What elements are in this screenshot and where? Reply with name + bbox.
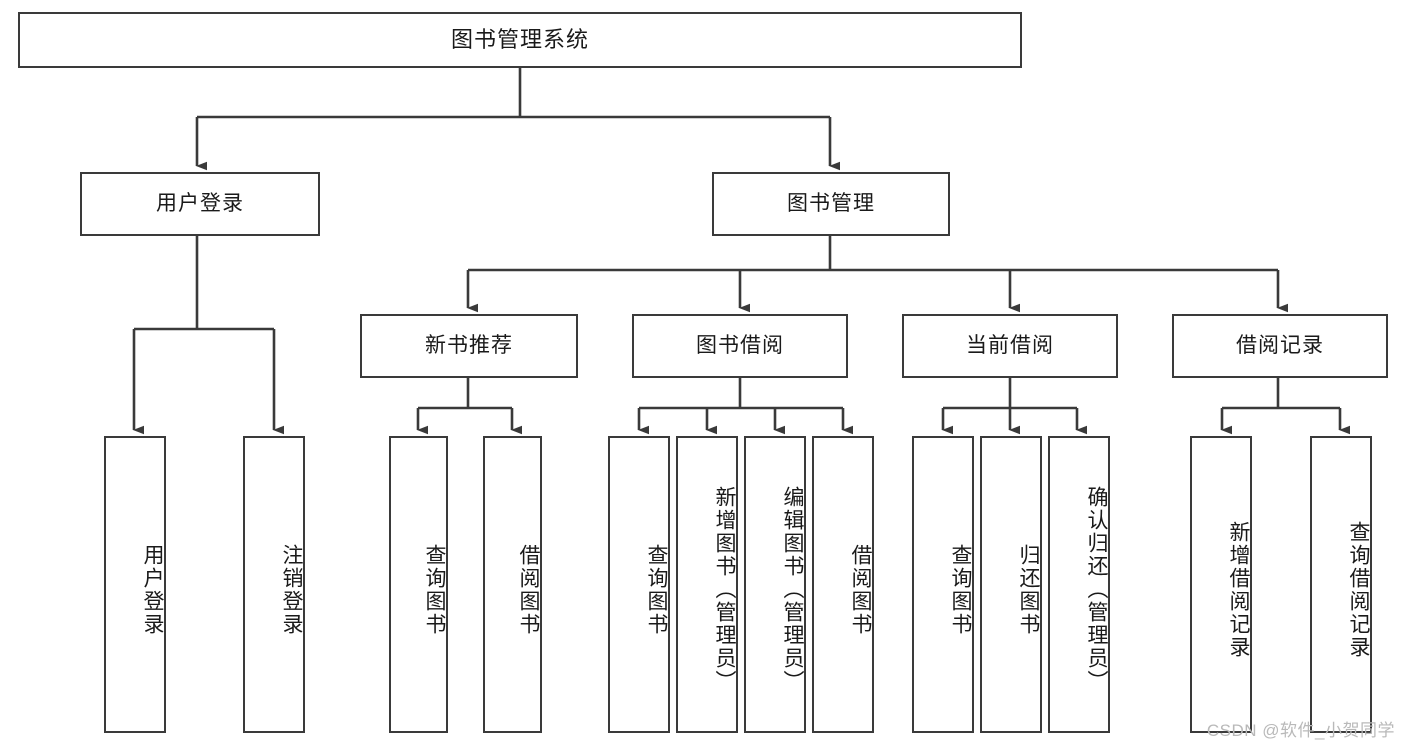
node-new-book-recommend[interactable]: 新书推荐 xyxy=(360,314,578,378)
leaf-new-book-query[interactable]: 查询图书 xyxy=(389,436,448,733)
node-borrow-record[interactable]: 借阅记录 xyxy=(1172,314,1388,378)
node-label: 新书推荐 xyxy=(425,334,513,358)
leaf-user-login-logout[interactable]: 注销登录 xyxy=(243,436,305,733)
node-label: 编辑图书（管理员） xyxy=(781,486,804,693)
node-label: 注销登录 xyxy=(280,543,303,636)
node-label: 新增图书（管理员） xyxy=(713,486,736,693)
leaf-book-borrow-query[interactable]: 查询图书 xyxy=(608,436,670,733)
node-label: 当前借阅 xyxy=(966,334,1054,358)
leaf-current-borrow-query[interactable]: 查询图书 xyxy=(912,436,974,733)
leaf-user-login-login[interactable]: 用户登录 xyxy=(104,436,166,733)
node-label: 查询图书 xyxy=(949,543,972,636)
node-current-borrow[interactable]: 当前借阅 xyxy=(902,314,1118,378)
node-label: 确认归还（管理员） xyxy=(1085,486,1108,693)
node-label: 归还图书 xyxy=(1017,543,1040,636)
node-user-login[interactable]: 用户登录 xyxy=(80,172,320,236)
leaf-current-borrow-return[interactable]: 归还图书 xyxy=(980,436,1042,733)
node-book-borrow[interactable]: 图书借阅 xyxy=(632,314,848,378)
leaf-book-borrow-add[interactable]: 新增图书（管理员） xyxy=(676,436,738,733)
node-label: 用户登录 xyxy=(141,543,164,636)
node-label: 借阅记录 xyxy=(1236,334,1324,358)
node-label: 图书管理 xyxy=(787,192,875,216)
leaf-current-borrow-confirm-return[interactable]: 确认归还（管理员） xyxy=(1048,436,1110,733)
node-label: 用户登录 xyxy=(156,192,244,216)
node-label: 查询图书 xyxy=(423,543,446,636)
node-label: 查询借阅记录 xyxy=(1347,520,1370,659)
leaf-book-borrow-borrow[interactable]: 借阅图书 xyxy=(812,436,874,733)
csdn-watermark: CSDN @软件_小贺同学 xyxy=(1206,721,1395,740)
node-label: 图书管理系统 xyxy=(450,26,589,52)
node-label: 借阅图书 xyxy=(849,543,872,636)
node-label: 新增借阅记录 xyxy=(1227,520,1250,659)
node-label: 图书借阅 xyxy=(696,334,784,358)
node-label: 借阅图书 xyxy=(517,543,540,636)
node-book-management[interactable]: 图书管理 xyxy=(712,172,950,236)
leaf-book-borrow-edit[interactable]: 编辑图书（管理员） xyxy=(744,436,806,733)
leaf-borrow-record-add[interactable]: 新增借阅记录 xyxy=(1190,436,1252,733)
leaf-new-book-borrow[interactable]: 借阅图书 xyxy=(483,436,542,733)
node-root-system[interactable]: 图书管理系统 xyxy=(18,12,1022,68)
leaf-borrow-record-query[interactable]: 查询借阅记录 xyxy=(1310,436,1372,733)
node-label: 查询图书 xyxy=(645,543,668,636)
